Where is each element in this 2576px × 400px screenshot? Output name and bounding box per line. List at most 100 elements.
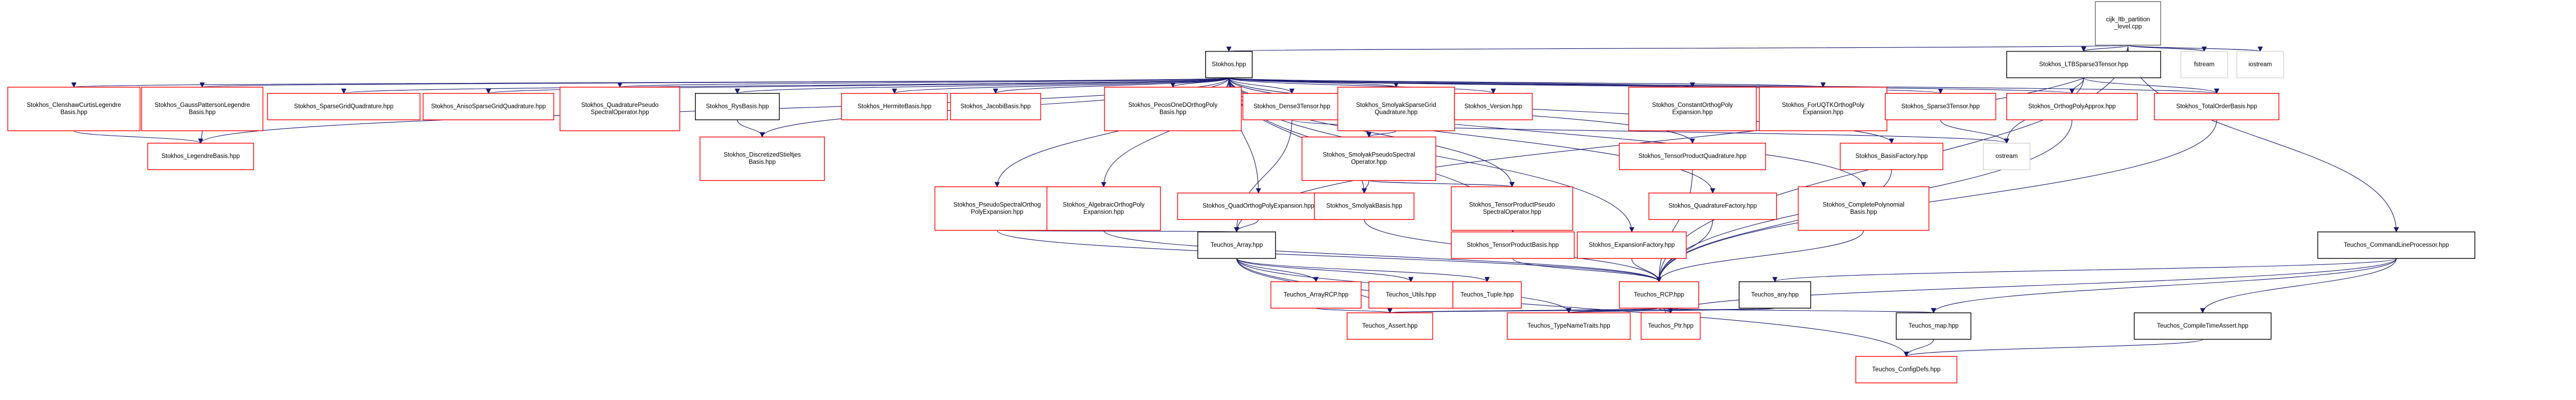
node-box[interactable] <box>699 136 825 181</box>
node-box[interactable] <box>2133 312 2272 340</box>
node-iostream[interactable]: iostream <box>2236 51 2284 79</box>
node-box[interactable] <box>2006 93 2138 121</box>
node-box[interactable] <box>1046 186 1161 231</box>
node-box[interactable] <box>1839 143 1943 170</box>
node-sparse_grid_quad[interactable]: Stokhos_SparseGridQuadrature.hpp <box>267 93 421 121</box>
node-box[interactable] <box>1640 312 1701 340</box>
node-box[interactable] <box>2095 1 2161 46</box>
node-expansion_factory[interactable]: Stokhos_ExpansionFactory.hpp <box>1577 231 1687 259</box>
node-box[interactable] <box>1507 312 1631 340</box>
node-box[interactable] <box>1618 143 1766 170</box>
node-ltb_sparse3[interactable]: Stokhos_LTBSparse3Tensor.hpp <box>2006 51 2161 79</box>
node-box[interactable] <box>422 93 554 121</box>
node-box[interactable] <box>1368 281 1453 309</box>
node-box[interactable] <box>1738 281 1811 309</box>
node-box[interactable] <box>934 186 1060 231</box>
node-box[interactable] <box>1177 193 1340 220</box>
node-root[interactable]: cijk_ltb_partition_level.cpp <box>2095 1 2161 46</box>
node-box[interactable] <box>2317 231 2475 259</box>
node-box[interactable] <box>1577 231 1687 259</box>
node-orthog_approx[interactable]: Stokhos_OrthogPolyApprox.hpp <box>2006 93 2138 121</box>
node-box[interactable] <box>1270 281 1362 309</box>
node-box[interactable] <box>1451 231 1575 259</box>
node-pseudo_spectral[interactable]: Stokhos_PseudoSpectralOrthogPolyExpansio… <box>934 186 1060 231</box>
node-basis_factory[interactable]: Stokhos_BasisFactory.hpp <box>1839 143 1943 170</box>
node-box[interactable] <box>2006 51 2161 79</box>
node-box[interactable] <box>1895 312 1972 340</box>
node-box[interactable] <box>267 93 421 121</box>
node-box[interactable] <box>950 93 1041 121</box>
node-box[interactable] <box>1628 87 1757 131</box>
node-hermite[interactable]: Stokhos_HermiteBasis.hpp <box>841 93 948 121</box>
node-box[interactable] <box>1855 356 1958 384</box>
node-box[interactable] <box>694 93 780 121</box>
node-rcp[interactable]: Teuchos_RCP.hpp <box>1618 281 1699 309</box>
node-teuchos_array[interactable]: Teuchos_Array.hpp <box>1197 231 1276 259</box>
node-any[interactable]: Teuchos_any.hpp <box>1738 281 1811 309</box>
node-tensor_quad[interactable]: Stokhos_TensorProductQuadrature.hpp <box>1618 143 1766 170</box>
node-box[interactable] <box>2154 93 2279 121</box>
node-sparse3[interactable]: Stokhos_Sparse3Tensor.hpp <box>1885 93 1997 121</box>
node-tensor_basis[interactable]: Stokhos_TensorProductBasis.hpp <box>1451 231 1575 259</box>
node-box[interactable] <box>1302 136 1436 181</box>
node-box[interactable] <box>1197 231 1276 259</box>
node-box[interactable] <box>1797 186 1929 231</box>
node-box[interactable] <box>1346 312 1433 340</box>
node-smolyak_pseudo[interactable]: Stokhos_SmolyakPseudoSpectralOperator.hp… <box>1302 136 1436 181</box>
node-typename[interactable]: Teuchos_TypeNameTraits.hpp <box>1507 312 1631 340</box>
node-ostream[interactable]: ostream <box>1983 143 2031 170</box>
node-total_order[interactable]: Stokhos_TotalOrderBasis.hpp <box>2154 93 2279 121</box>
node-box[interactable] <box>1885 93 1997 121</box>
node-box[interactable] <box>141 87 264 131</box>
node-box[interactable] <box>1104 87 1242 131</box>
node-box[interactable] <box>1983 143 2031 170</box>
node-box[interactable] <box>1314 193 1414 220</box>
node-box[interactable] <box>2180 51 2228 79</box>
node-configdefs[interactable]: Teuchos_ConfigDefs.hpp <box>1855 356 1958 384</box>
node-legendre[interactable]: Stokhos_LegendreBasis.hpp <box>147 143 254 170</box>
node-stokhos_hpp[interactable]: Stokhos.hpp <box>1205 51 1253 79</box>
node-box[interactable] <box>1205 51 1253 79</box>
node-box[interactable] <box>1454 93 1533 121</box>
node-box[interactable] <box>1648 193 1777 220</box>
node-tensor_pseudo[interactable]: Stokhos_TensorProductPseudoSpectralOpera… <box>1451 186 1573 231</box>
node-box[interactable] <box>7 87 141 131</box>
node-cmdline[interactable]: Teuchos_CommandLineProcessor.hpp <box>2317 231 2475 259</box>
node-box[interactable] <box>1618 281 1699 309</box>
node-box[interactable] <box>147 143 254 170</box>
node-box[interactable] <box>1451 186 1573 231</box>
node-arrayrcp[interactable]: Teuchos_ArrayRCP.hpp <box>1270 281 1362 309</box>
node-assert[interactable]: Teuchos_Assert.hpp <box>1346 312 1433 340</box>
node-utils[interactable]: Teuchos_Utils.hpp <box>1368 281 1453 309</box>
node-anisosparse[interactable]: Stokhos_AnisoSparseGridQuadrature.hpp <box>422 93 554 121</box>
node-tuple[interactable]: Teuchos_Tuple.hpp <box>1452 281 1522 309</box>
node-box[interactable] <box>1242 93 1342 121</box>
node-box[interactable] <box>841 93 948 121</box>
node-compile_time[interactable]: Teuchos_CompileTimeAssert.hpp <box>2133 312 2272 340</box>
node-version[interactable]: Stokhos_Version.hpp <box>1454 93 1533 121</box>
node-fstream[interactable]: fstream <box>2180 51 2228 79</box>
node-quad_orthog[interactable]: Stokhos_QuadOrthogPolyExpansion.hpp <box>1177 193 1340 220</box>
node-rys_basis[interactable]: Stokhos_RysBasis.hpp <box>694 93 780 121</box>
node-box[interactable] <box>559 87 681 131</box>
node-quad_pseudo[interactable]: Stokhos_QuadraturePseudoSpectralOperator… <box>559 87 681 131</box>
node-box[interactable] <box>1452 281 1522 309</box>
node-dense3[interactable]: Stokhos_Dense3Tensor.hpp <box>1242 93 1342 121</box>
node-map[interactable]: Teuchos_map.hpp <box>1895 312 1972 340</box>
node-jacobi[interactable]: Stokhos_JacobiBasis.hpp <box>950 93 1041 121</box>
node-box[interactable] <box>1759 87 1887 131</box>
node-ptr[interactable]: Teuchos_Ptr.hpp <box>1640 312 1701 340</box>
node-quad_factory[interactable]: Stokhos_QuadratureFactory.hpp <box>1648 193 1777 220</box>
node-smolyak_basis[interactable]: Stokhos_SmolyakBasis.hpp <box>1314 193 1414 220</box>
node-box[interactable] <box>2236 51 2284 79</box>
node-box[interactable] <box>1337 87 1455 131</box>
